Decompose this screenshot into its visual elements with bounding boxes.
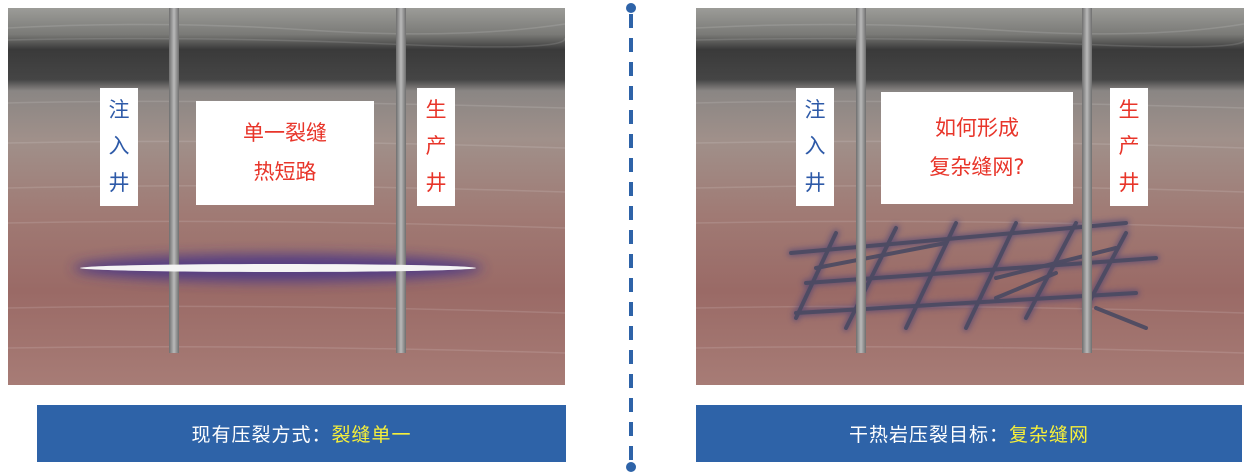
fracture-network-panel: 注 入 井 如何形成 复杂缝网? 生 产 井 [696,8,1244,385]
label-char: 生 [1118,97,1140,122]
caption-prefix: 现有压裂方式： [191,424,332,446]
single-fracture [80,264,476,272]
center-label-box: 单一裂缝 热短路 [196,101,374,205]
label-char: 产 [425,134,447,159]
label-char: 井 [425,171,447,196]
label-char: 井 [804,171,826,196]
caption-highlight: 裂缝单一 [331,424,412,446]
injection-well-label: 注 入 井 [100,88,138,206]
injection-well-pipe [856,8,866,353]
label-char: 生 [425,97,447,122]
production-well-pipe [396,8,406,353]
center-label-line: 复杂缝网? [929,155,1025,179]
label-char: 入 [108,134,130,159]
injection-well-label: 注 入 井 [796,88,834,206]
label-char: 注 [108,97,130,122]
panel-divider [626,3,636,472]
label-char: 注 [804,97,826,122]
label-char: 井 [1118,171,1140,196]
label-char: 产 [1118,134,1140,159]
center-label-box: 如何形成 复杂缝网? [881,92,1073,204]
production-well-label: 生 产 井 [417,88,455,206]
label-char: 井 [108,171,130,196]
left-caption-bar: 现有压裂方式：裂缝单一 [37,405,566,462]
right-caption-bar: 干热岩压裂目标：复杂缝网 [696,405,1242,462]
caption-prefix: 干热岩压裂目标： [848,424,1009,446]
center-label-line: 热短路 [253,160,317,184]
center-label-line: 如何形成 [935,116,1019,140]
caption-highlight: 复杂缝网 [1009,424,1090,446]
production-well-label: 生 产 井 [1110,88,1148,206]
center-label-line: 单一裂缝 [243,121,327,145]
production-well-pipe [1082,8,1092,353]
single-fracture-panel: 注 入 井 单一裂缝 热短路 生 产 井 [8,8,565,385]
label-char: 入 [804,134,826,159]
injection-well-pipe [169,8,179,353]
rock-strata-image [8,8,565,385]
